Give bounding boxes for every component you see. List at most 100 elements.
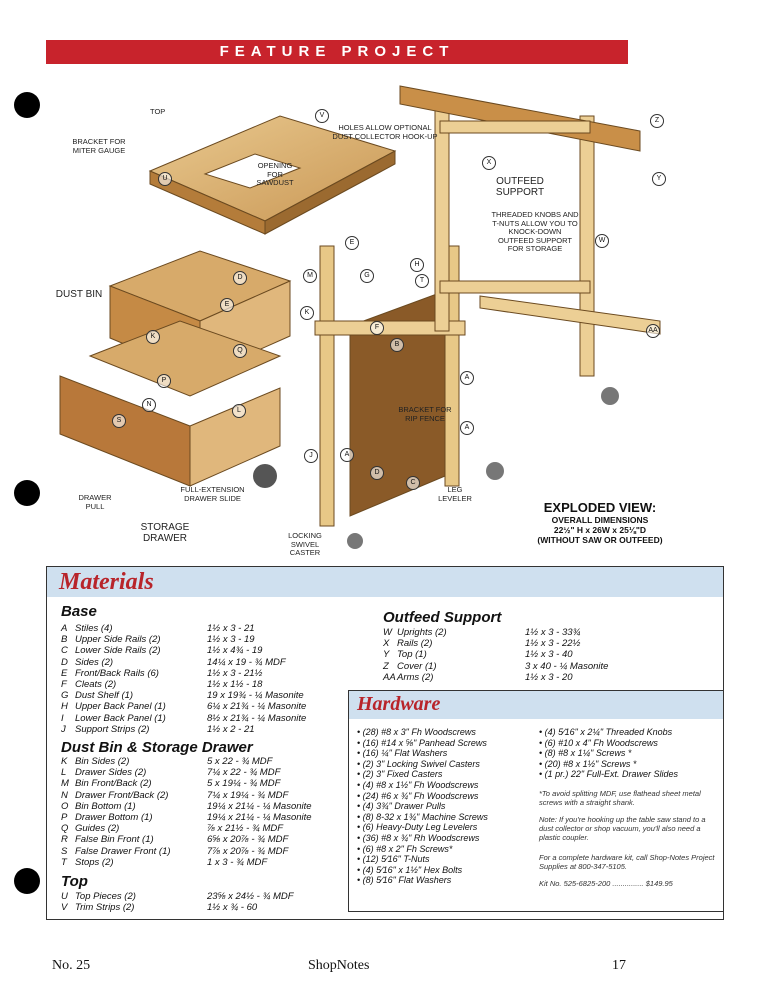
part-callout: J (304, 449, 318, 463)
part-callout: E (220, 298, 234, 312)
part-callout: AA (646, 324, 660, 338)
material-size: 19 x 19¾ - ¼ Masonite (207, 690, 304, 702)
material-name: Sides (2) (75, 656, 114, 668)
part-callout: A (460, 371, 474, 385)
material-key: G (61, 690, 69, 702)
material-key: E (61, 667, 68, 679)
label-bracket-miter: BRACKET FOR MITER GAUGE (72, 137, 126, 155)
material-size: ⅞ x 21½ - ¾ MDF (207, 823, 284, 835)
label-drawer-pull: DRAWER PULL (78, 493, 112, 511)
part-callout: A (460, 421, 474, 435)
material-key: M (61, 778, 69, 790)
hardware-item: • (6) #10 x 4" Fh Woodscrews (539, 737, 658, 748)
footer-publication: ShopNotes (308, 958, 370, 973)
material-key: C (61, 645, 68, 657)
section-outfeed: Outfeed Support (383, 609, 502, 626)
material-size: 1½ x 4¾ - 19 (207, 645, 263, 657)
section-top: Top (61, 873, 88, 890)
materials-header (47, 567, 723, 597)
hardware-kit-number: Kit No. 525-6825-200 ............... $14… (539, 879, 673, 888)
part-callout: Y (652, 172, 666, 186)
hardware-item: • (8) #8 x 1¼" Screws * (539, 748, 632, 759)
part-callout: B (390, 338, 404, 352)
material-key: AA (383, 671, 396, 683)
material-size: 1½ x ¾ - 60 (207, 902, 258, 914)
material-name: Support Strips (2) (75, 723, 150, 735)
material-size: 19¼ x 21¼ - ¼ Masonite (207, 812, 312, 823)
material-name: Cleats (2) (75, 679, 117, 690)
material-key: X (383, 638, 390, 650)
material-name: Lower Back Panel (1) (75, 712, 166, 724)
label-outfeed: OUTFEED SUPPORT (495, 176, 545, 198)
material-name: Front/Back Rails (6) (75, 667, 159, 679)
part-callout: D (233, 271, 247, 285)
material-name: Drawer Front/Back (2) (75, 789, 169, 801)
material-name: Rails (2) (397, 638, 433, 650)
diagram-illustration (59, 85, 661, 549)
hardware-item: • (1 pr.) 22" Full-Ext. Drawer Slides (539, 769, 679, 780)
label-knobs: THREADED KNOBS AND T-NUTS ALLOW YOU TO K… (491, 210, 579, 253)
material-size: 5 x 22 - ¾ MDF (207, 756, 273, 767)
hardware-item: • (6) Heavy-Duty Leg Levelers (357, 822, 478, 833)
hardware-item: • (8) 5⁄16" Flat Washers (357, 875, 452, 886)
part-callout: E (345, 236, 359, 250)
part-callout: K (146, 330, 160, 344)
hardware-header (349, 691, 723, 719)
material-row: P Drawer Bottom (1) (61, 812, 153, 823)
hardware-item: • (16) ¼" Flat Washers (357, 748, 448, 759)
exploded-view-diagram: TOP BRACKET FOR MITER GAUGE HOLES ALLOW … (50, 76, 690, 566)
material-size: 1½ x 3 - 22½ (525, 638, 581, 650)
section-dust-bin: Dust Bin & Storage Drawer (61, 739, 253, 756)
material-key: H (61, 701, 68, 713)
material-size: 7¼ x 22 - ¾ MDF (207, 767, 281, 779)
material-size: 14¼ x 19 - ¾ MDF (207, 656, 286, 668)
material-size: 1½ x 3 - 21½ (207, 667, 263, 679)
material-name: Trim Strips (2) (75, 902, 135, 914)
material-name: Lower Side Rails (2) (75, 645, 161, 657)
material-key: W (383, 627, 392, 638)
footer-page-number: 17 (612, 958, 626, 973)
material-key: K (61, 756, 68, 767)
material-key: O (61, 800, 69, 812)
part-callout: V (315, 109, 329, 123)
material-name: Stops (2) (75, 856, 114, 868)
material-row: N Drawer Front/Back (2) (61, 790, 168, 801)
binder-hole (14, 868, 40, 894)
hardware-item: • (8) 8-32 x 1¾" Machine Screws (357, 811, 488, 822)
material-size: 23⅝ x 24½ - ¾ MDF (207, 891, 294, 902)
material-name: Drawer Bottom (1) (75, 812, 153, 823)
part-callout: Z (650, 114, 664, 128)
feature-banner: FEATURE PROJECT (46, 40, 628, 64)
hardware-item: • (16) #14 x ⅝" Panhead Screws (357, 737, 487, 748)
hardware-item: • (36) #8 x ¾" Rh Woodscrews (357, 833, 480, 843)
material-name: Top (1) (397, 649, 427, 661)
label-caster: LOCKING SWIVEL CASTER (288, 531, 322, 557)
hardware-item: • (6) #8 x 2" Fh Screws* (357, 843, 453, 854)
material-name: False Bin Front (1) (75, 834, 154, 846)
hardware-item: • (4) 5⁄16" x 2¼" Threaded Knobs (539, 727, 673, 737)
material-key: P (61, 812, 68, 823)
label-holes: HOLES ALLOW OPTIONAL DUST COLLECTOR HOOK… (332, 123, 438, 141)
material-name: Guides (2) (75, 823, 120, 835)
material-row: C Lower Side Rails (2) (61, 645, 161, 656)
part-callout: U (158, 172, 172, 186)
material-size: 3 x 40 - ¼ Masonite (525, 660, 609, 672)
hardware-item: • (2) 3" Fixed Casters (357, 769, 443, 780)
material-key: N (61, 789, 68, 801)
binder-hole (14, 92, 40, 118)
hardware-item: • (12) 5⁄16" T-Nuts (357, 854, 430, 865)
hardware-item: • (2) 3" Locking Swivel Casters (357, 758, 480, 769)
part-callout: X (482, 156, 496, 170)
part-callout: F (370, 321, 384, 335)
material-size: 1½ x 3 - 21 (207, 623, 255, 634)
material-size: 6⅝ x 20⅞ - ¾ MDF (207, 834, 289, 846)
